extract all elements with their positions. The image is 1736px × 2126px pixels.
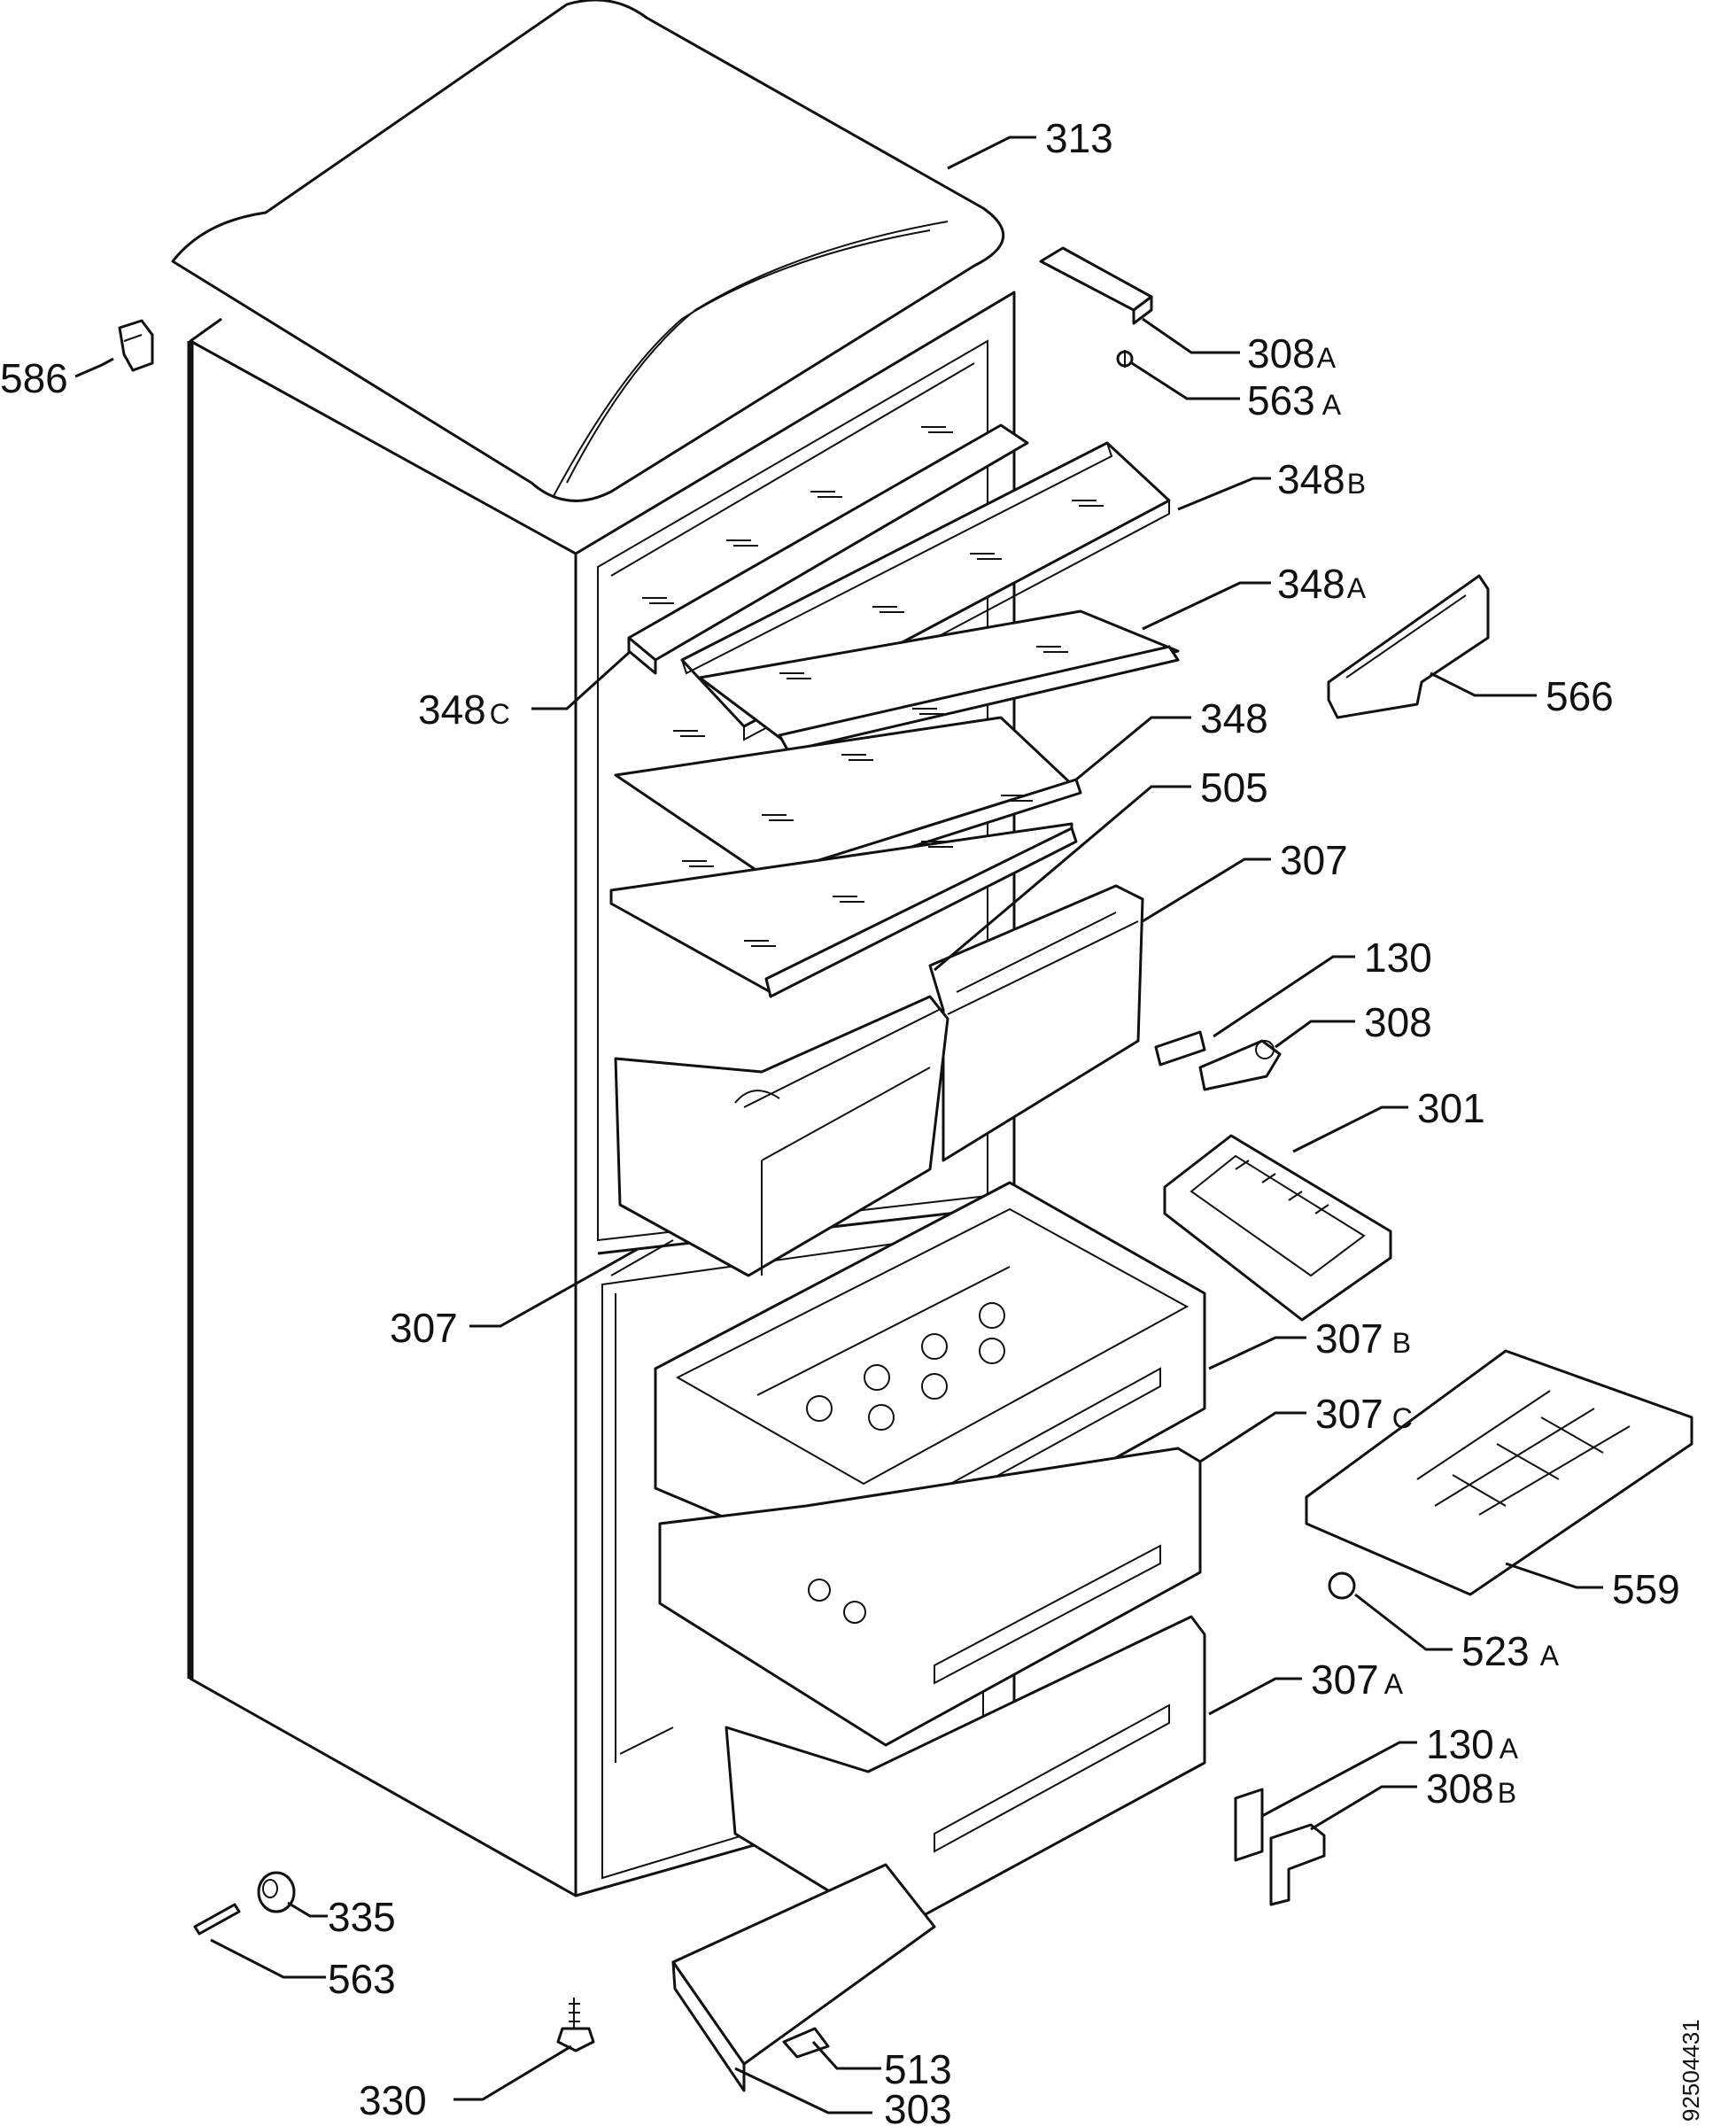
label-348A: 348A (1277, 561, 1367, 607)
plug-523A (1328, 1571, 1356, 1600)
label-130: 130 (1364, 935, 1432, 981)
label-307: 307 (1280, 837, 1348, 883)
freezer-drawer-307A (725, 1615, 1206, 1933)
label-307-left: 307 (390, 1305, 458, 1351)
top-cover-313 (171, 0, 1005, 502)
label-303: 303 (884, 2086, 952, 2126)
label-335: 335 (328, 1894, 396, 1940)
crisper-right-307 (928, 884, 1144, 1162)
label-308A: 308A (1247, 330, 1337, 376)
label-313: 313 (1045, 115, 1113, 161)
bracket-586 (118, 319, 154, 372)
adjustable-foot-330 (556, 1998, 595, 2052)
cold-accumulator-559 (1305, 1349, 1693, 1596)
freezer-drawer-307B (654, 1181, 1206, 1587)
foot-335 (257, 1871, 296, 1913)
ice-tray-301 (1163, 1134, 1392, 1322)
shelf-glass-505 (609, 822, 1078, 998)
label-301: 301 (1417, 1085, 1485, 1131)
label-348B: 348B (1277, 456, 1366, 502)
label-513: 513 (884, 2046, 952, 2092)
cover-130A (1234, 1788, 1264, 1862)
handle-566 (1327, 574, 1490, 719)
cover-130 (1154, 1030, 1206, 1067)
hinge-308 (1198, 1039, 1282, 1091)
hinge-308B (1269, 1823, 1326, 1906)
kick-plate-303 (671, 1863, 936, 2092)
crisper-left-307 (614, 995, 949, 1277)
shelf-348C (627, 423, 1029, 675)
freezer-drawer-307C (658, 1447, 1202, 1747)
glass-marks (642, 426, 1104, 947)
label-586: 586 (0, 355, 68, 401)
label-563: 563 (328, 1956, 396, 2002)
pin-563 (193, 1903, 241, 1936)
screw-563A (1116, 350, 1134, 368)
shelf-348B (680, 441, 1171, 741)
label-559: 559 (1612, 1566, 1680, 1612)
label-566: 566 (1546, 673, 1614, 719)
leader-lines (74, 136, 1603, 2114)
label-505: 505 (1200, 764, 1268, 811)
drawing-number: 92504431 (1678, 2019, 1704, 2122)
label-348: 348 (1200, 695, 1268, 741)
shelf-348A (698, 609, 1180, 753)
label-330: 330 (359, 2077, 427, 2123)
label-308: 308 (1364, 999, 1432, 1045)
hinge-plate-308A (1039, 246, 1153, 325)
